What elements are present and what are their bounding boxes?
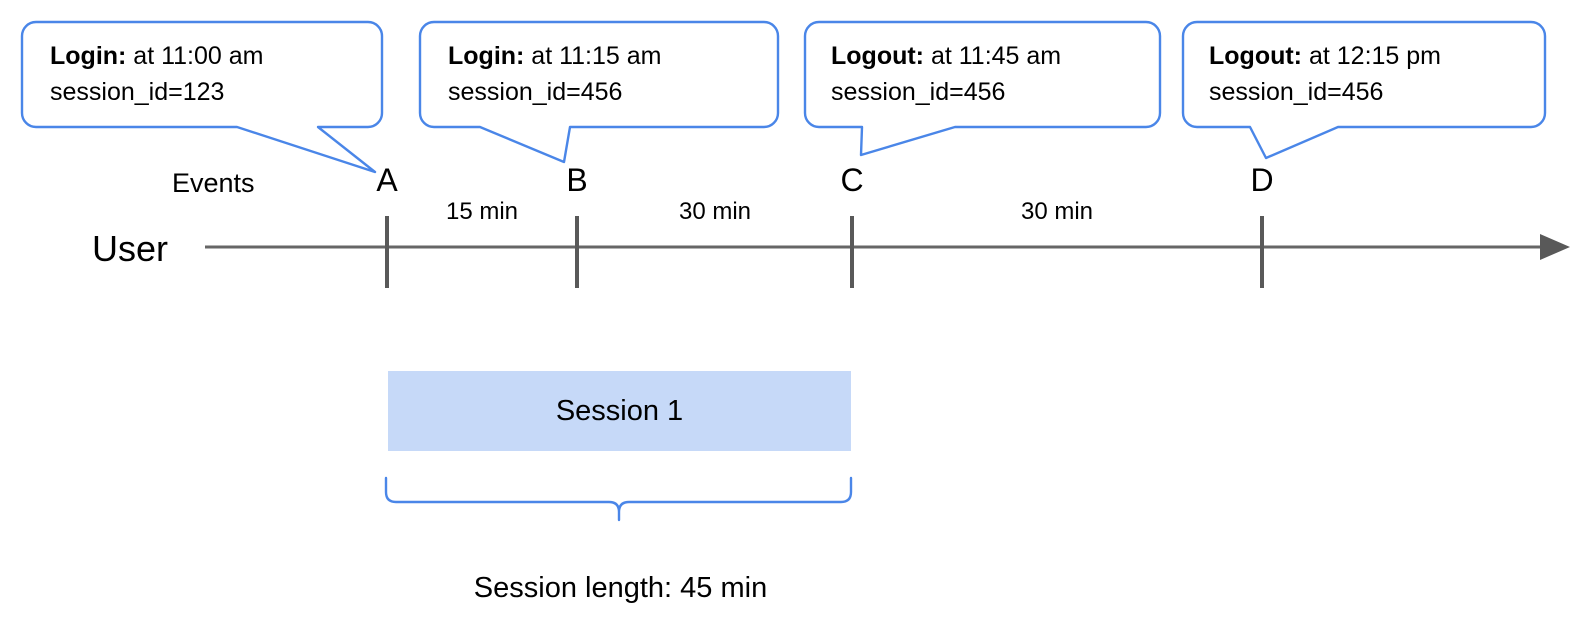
callout-2-event: Login: [448, 42, 525, 70]
callout-4-time: at 12:15 pm [1302, 42, 1441, 70]
callout-1-event: Login: [50, 42, 127, 70]
event-letter-d: D [1250, 162, 1274, 198]
callout-1-session: session_id=123 [50, 78, 225, 106]
timeline-arrowhead-icon [1540, 234, 1570, 260]
callout-1-text: Login: at 11:00 am session_id=123 [50, 38, 263, 110]
session-1-bar: Session 1 [388, 371, 851, 451]
callout-3-session: session_id=456 [831, 78, 1006, 106]
user-row-label: User [92, 228, 169, 269]
session-length-caption: Session length: 45 min [473, 572, 768, 604]
event-letter-c: C [840, 162, 864, 198]
callout-2-session: session_id=456 [448, 78, 623, 106]
callout-2-time: at 11:15 am [524, 42, 662, 70]
events-row-label: Events [172, 168, 255, 198]
event-letter-a: A [376, 162, 398, 198]
callout-bubble-3-outline [803, 20, 1162, 157]
callout-bubble-2-outline [418, 20, 780, 164]
session-length-brace [384, 476, 853, 522]
callout-3-text: Logout: at 11:45 am session_id=456 [831, 38, 1061, 110]
interval-label-a-b: 15 min [445, 198, 519, 225]
callout-2-text: Login: at 11:15 am session_id=456 [448, 38, 661, 110]
callout-4-text: Logout: at 12:15 pm session_id=456 [1209, 38, 1441, 110]
callout-3-event: Logout: [831, 42, 925, 70]
callout-bubble-4-outline [1181, 20, 1547, 160]
interval-label-b-c: 30 min [678, 198, 752, 225]
callout-1-time: at 11:00 am [126, 42, 264, 70]
callout-4-session: session_id=456 [1209, 78, 1384, 106]
callout-3-time: at 11:45 am [924, 42, 1062, 70]
callout-bubble-1-outline [20, 20, 384, 174]
event-letter-b: B [566, 162, 588, 198]
session-1-bar-label: Session 1 [555, 394, 684, 427]
callout-4-event: Logout: [1209, 42, 1303, 70]
interval-label-c-d: 30 min [1020, 198, 1094, 225]
